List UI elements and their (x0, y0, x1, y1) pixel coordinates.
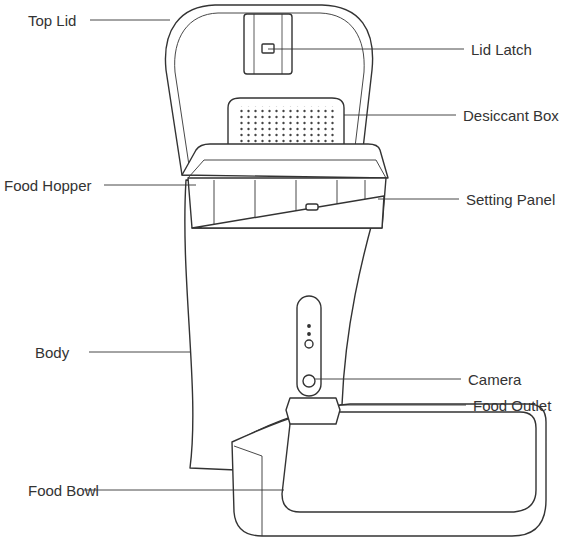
part-label: Lid Latch (471, 42, 532, 57)
part-label: Food Outlet (473, 398, 551, 413)
leader-lines (84, 20, 466, 490)
base-tray (232, 404, 546, 536)
lid-latch (244, 14, 292, 74)
food-hopper (188, 178, 386, 228)
part-label: Body (35, 345, 69, 360)
setting-panel (192, 196, 384, 228)
food-outlet (286, 398, 340, 424)
camera-lens (303, 375, 315, 387)
camera-panel (297, 296, 321, 396)
part-label: Food Hopper (4, 178, 92, 193)
food-hopper-rim (182, 144, 388, 178)
part-label: Camera (468, 372, 521, 387)
food-bowl (282, 412, 536, 512)
part-label: Desiccant Box (463, 108, 559, 123)
part-label: Food Bowl (28, 483, 99, 498)
part-label: Top Lid (28, 13, 76, 28)
part-label: Setting Panel (466, 192, 555, 207)
